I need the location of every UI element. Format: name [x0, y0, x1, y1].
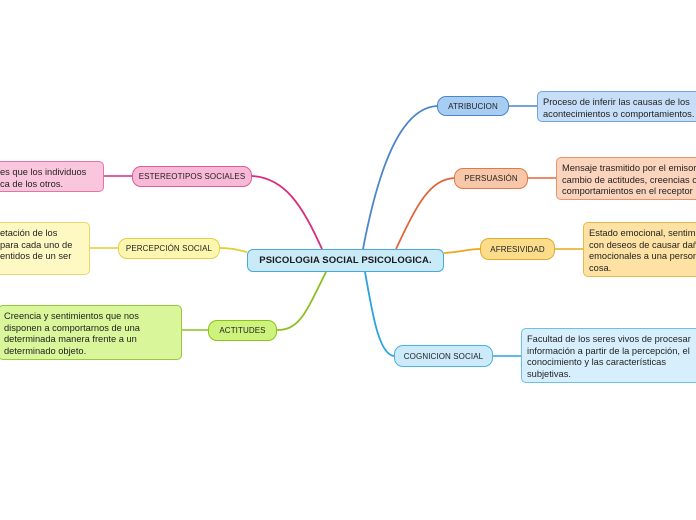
desc-line: Proceso de inferir las causas de los: [543, 97, 690, 107]
desc-cognicion-social[interactable]: Facultad de los seres vivos de procesar …: [521, 328, 696, 383]
topic-afresividad[interactable]: AFRESIVIDAD: [480, 238, 555, 260]
desc-line: para cada uno de: [0, 239, 73, 250]
link-atribucion: [362, 105, 438, 250]
desc-line: información a partir de la percepción, e…: [527, 345, 690, 356]
desc-line: entidos de un ser: [0, 251, 72, 262]
desc-atribucion[interactable]: Proceso de inferir las causas de los aco…: [537, 91, 696, 122]
desc-line: emocionales a una persona o: [589, 251, 696, 262]
desc-line: comportamientos en el receptor: [562, 186, 693, 197]
topic-cognicion-social[interactable]: COGNICION SOCIAL: [394, 345, 493, 367]
desc-line: cambio de actitudes, creencias o: [562, 174, 696, 185]
desc-line: determinada manera frente a un: [4, 334, 137, 345]
topic-persuasion[interactable]: PERSUASIÓN: [454, 168, 528, 189]
desc-percepcion-social[interactable]: etación de los para cada uno de entidos …: [0, 222, 90, 275]
central-topic[interactable]: PSICOLOGIA SOCIAL PSICOLOGICA.: [247, 249, 444, 272]
desc-line: con deseos de causar daños: [589, 239, 696, 250]
desc-line: Estado emocional, sentimientos: [589, 228, 696, 238]
topic-percepcion-social[interactable]: PERCEPCIÓN SOCIAL: [118, 238, 220, 259]
link-estereotipos: [251, 175, 323, 250]
desc-line: conocimiento y las características: [527, 357, 666, 368]
link-cognicion: [364, 271, 395, 357]
desc-line: subjetivas.: [527, 368, 571, 379]
desc-persuasion[interactable]: Mensaje trasmitido por el emisor cambio …: [556, 157, 696, 200]
topic-actitudes[interactable]: ACTITUDES: [208, 320, 277, 341]
link-percepcion: [219, 247, 248, 253]
topic-atribucion[interactable]: ATRIBUCION: [437, 96, 509, 116]
desc-line: disponen a comportarnos de una: [4, 322, 140, 333]
desc-line: ca de los otros.: [0, 178, 64, 189]
desc-line: cosa.: [589, 262, 612, 273]
link-persuasion: [395, 177, 455, 250]
link-afresividad: [443, 248, 481, 254]
desc-line: determinado objeto.: [4, 345, 87, 356]
desc-line: acontecimientos o comportamientos.: [543, 108, 695, 119]
desc-line: etación de los: [0, 228, 58, 238]
desc-afresividad[interactable]: Estado emocional, sentimientos con deseo…: [583, 222, 696, 277]
desc-estereotipos-sociales[interactable]: es que los individuos ca de los otros.: [0, 161, 104, 192]
desc-line: Mensaje trasmitido por el emisor: [562, 163, 696, 173]
desc-line: es que los individuos: [0, 167, 87, 177]
desc-line: Facultad de los seres vivos de procesar: [527, 334, 691, 344]
desc-line: Creencia y sentimientos que nos: [4, 311, 139, 321]
desc-actitudes[interactable]: Creencia y sentimientos que nos disponen…: [0, 305, 182, 360]
topic-estereotipos-sociales[interactable]: ESTEREOTIPOS SOCIALES: [132, 166, 252, 187]
link-actitudes: [276, 271, 327, 331]
